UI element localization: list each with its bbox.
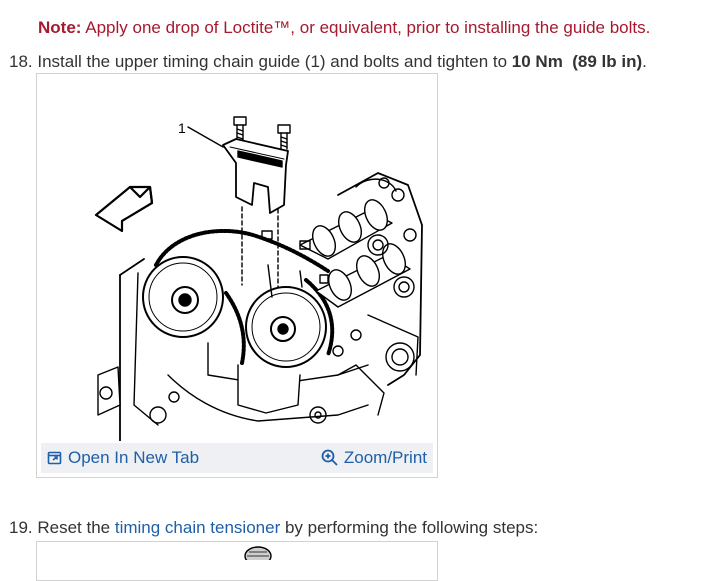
guide-bolt-right — [277, 124, 291, 150]
camshaft-sprocket-left — [142, 256, 224, 338]
callout-number: 1 — [178, 120, 186, 136]
step-18-end: . — [642, 52, 647, 71]
step-18: 18. Install the upper timing chain guide… — [9, 52, 647, 72]
note-label: Note: — [38, 18, 82, 37]
figure-tensioner — [36, 541, 438, 581]
torque-metric: 10 Nm — [511, 52, 563, 71]
torque-imperial: (89 lb in) — [572, 52, 643, 71]
open-in-new-tab-label: Open In New Tab — [68, 448, 200, 467]
step-19-end: by performing the following steps: — [280, 518, 539, 537]
camshafts — [299, 199, 411, 308]
open-in-new-tab-button[interactable]: Open In New Tab — [47, 448, 199, 468]
engine-block — [97, 230, 385, 441]
note-text: Apply one drop of Loctite™, or equivalen… — [81, 18, 651, 37]
step-19-text: Reset the — [32, 518, 115, 537]
camshaft-sprocket-right — [245, 286, 327, 368]
step-19-number: 19. — [9, 518, 33, 537]
timing-chain-guide-illustration: 1 — [94, 116, 423, 441]
direction-arrow — [94, 185, 154, 233]
step-18-text: Install the upper timing chain guide (1)… — [32, 52, 512, 71]
loctite-note: Note: Apply one drop of Loctite™, or equ… — [38, 18, 650, 38]
figure-toolbar: Open In New Tab Zoom/Print — [41, 443, 433, 473]
upper-timing-chain-guide — [222, 138, 289, 214]
timing-chain — [154, 228, 335, 365]
callout-leader-line — [187, 126, 224, 148]
timing-chain-tensioner-link[interactable]: timing chain tensioner — [114, 518, 281, 537]
zoom-print-button[interactable]: Zoom/Print — [321, 448, 427, 468]
cylinder-head — [332, 172, 423, 386]
open-new-tab-icon — [47, 451, 62, 465]
zoom-print-label: Zoom/Print — [343, 448, 427, 467]
step-18-number: 18. — [9, 52, 33, 71]
tensioner-illustration — [244, 546, 272, 560]
magnifier-plus-icon — [321, 449, 338, 466]
step-19: 19. Reset the timing chain tensioner by … — [9, 518, 538, 538]
torque-separator — [563, 52, 572, 71]
figure-timing-chain-guide: 1 Open In New Tab Zoom/Print — [36, 73, 438, 478]
guide-bolt-left — [233, 116, 247, 142]
